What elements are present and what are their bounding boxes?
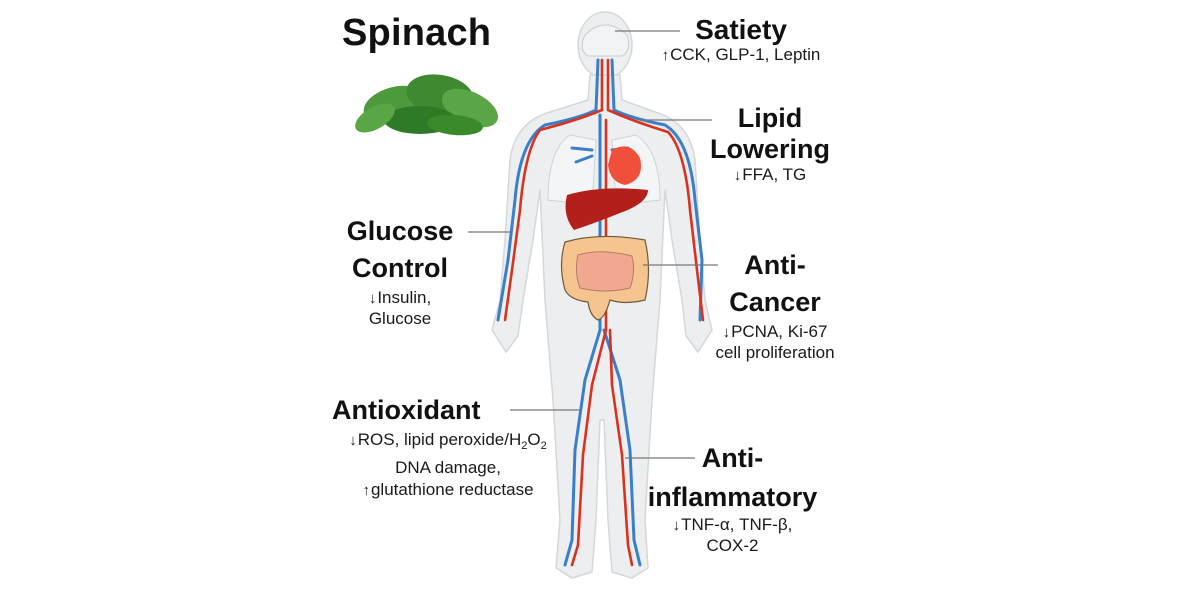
- down-arrow-icon: ↓: [349, 432, 357, 449]
- glucose-detail-line2: Glucose: [368, 309, 432, 328]
- down-arrow-icon: ↓: [368, 290, 377, 307]
- down-arrow-icon: ↓: [733, 167, 742, 184]
- connector-lines: [468, 30, 718, 459]
- glucose-heading-line1: Glucose: [346, 216, 454, 246]
- antioxidant-detail-line1: ↓ROS, lipid peroxide/H2O2: [349, 430, 547, 452]
- antioxidant-detail-line2: DNA damage,: [395, 458, 501, 477]
- down-arrow-icon: ↓: [722, 324, 731, 341]
- down-arrow-icon: ↓: [672, 517, 681, 534]
- heart: [608, 146, 641, 185]
- spinach-leaves-image: [355, 74, 499, 136]
- up-arrow-icon: ↑: [362, 482, 370, 499]
- inflammatory-detail-line2: COX-2: [706, 536, 759, 555]
- cancer-detail-line2: cell proliferation: [715, 343, 835, 362]
- inflammatory-detail-line1: ↓TNF-α, TNF-β,: [672, 515, 793, 534]
- intestines: [560, 235, 650, 321]
- label-glucose-control: Glucose Control ↓Insulin, Glucose: [330, 216, 470, 329]
- label-antioxidant: Antioxidant ↓ROS, lipid peroxide/H2O2 DN…: [318, 395, 578, 501]
- satiety-detail: ↑CCK, GLP-1, Leptin: [661, 45, 821, 64]
- diagram-title: Spinach: [342, 12, 492, 54]
- label-anti-inflammatory: Anti- inflammatory ↓TNF-α, TNF-β, COX-2: [630, 443, 835, 556]
- liver: [565, 188, 648, 230]
- up-arrow-icon: ↑: [661, 47, 670, 64]
- glucose-heading-line2: Control: [352, 253, 448, 283]
- label-satiety: Satiety ↑CCK, GLP-1, Leptin: [636, 14, 846, 66]
- cancer-heading-line1: Anti-: [744, 250, 806, 280]
- lipid-heading-line1: Lipid: [737, 103, 803, 133]
- veins: [496, 58, 704, 567]
- lipid-heading-line2: Lowering: [710, 134, 830, 164]
- brain: [581, 24, 630, 57]
- inflammatory-heading-line2: inflammatory: [647, 482, 818, 512]
- satiety-heading: Satiety: [695, 14, 787, 45]
- antioxidant-heading: Antioxidant: [332, 395, 481, 425]
- glucose-detail-line1: ↓Insulin,: [368, 288, 432, 307]
- cancer-heading-line2: Cancer: [729, 287, 821, 317]
- cancer-detail-line1: ↓PCNA, Ki-67: [722, 322, 828, 341]
- label-anti-cancer: Anti- Cancer ↓PCNA, Ki-67 cell prolifera…: [705, 250, 845, 363]
- antioxidant-detail-line3: ↑glutathione reductase: [362, 480, 534, 499]
- lipid-detail: ↓FFA, TG: [733, 165, 807, 184]
- inflammatory-heading-line1: Anti-: [701, 443, 764, 473]
- label-lipid-lowering: Lipid Lowering ↓FFA, TG: [700, 103, 840, 186]
